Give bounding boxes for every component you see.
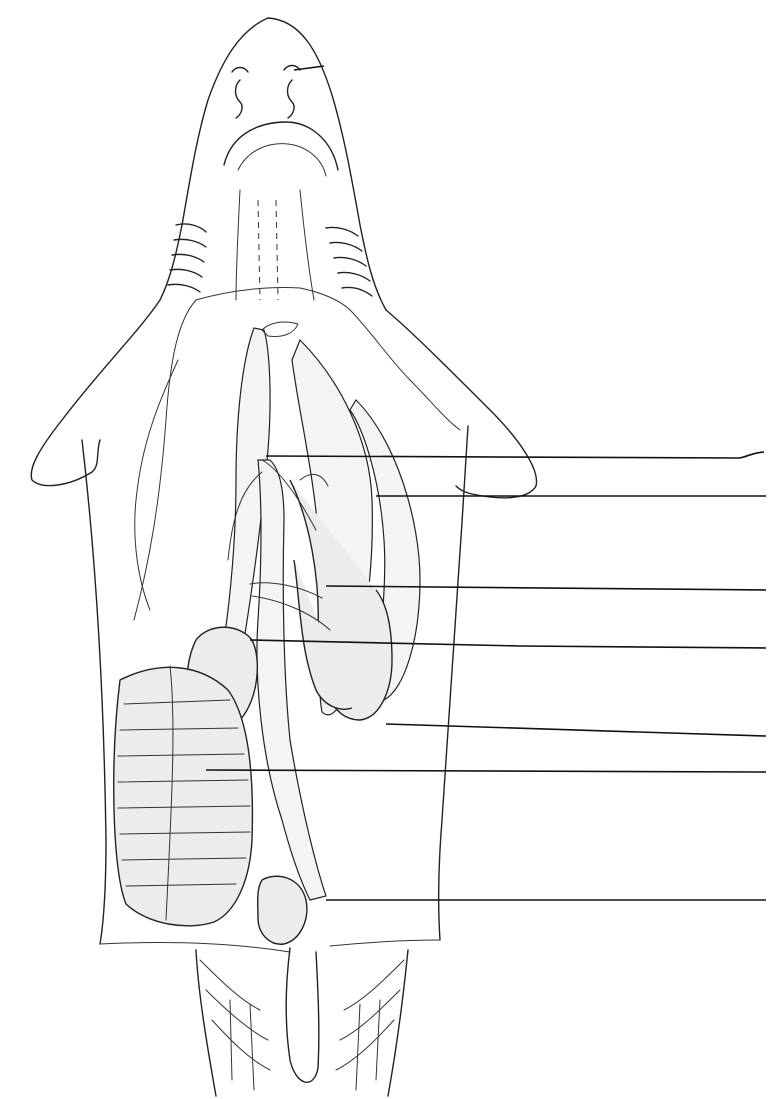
nostrils xyxy=(232,66,300,119)
internal-organs xyxy=(114,322,420,944)
leader-line-6 xyxy=(386,724,766,736)
label-blank-2 xyxy=(740,452,764,458)
spiral-valve-intestine xyxy=(114,667,253,925)
tail-base xyxy=(196,948,408,1096)
rectal-gland xyxy=(258,876,307,944)
label-blank-5 xyxy=(520,646,766,648)
